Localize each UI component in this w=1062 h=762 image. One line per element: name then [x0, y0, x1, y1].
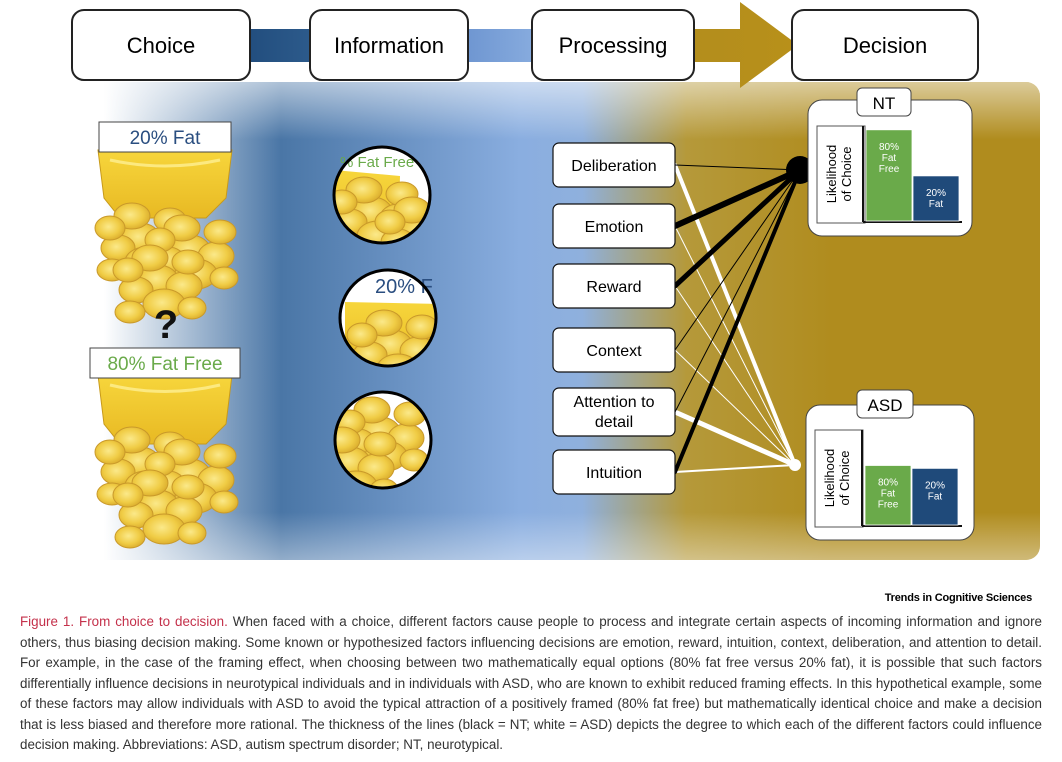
- bar-label: Fat: [928, 491, 943, 502]
- factor-label: Emotion: [585, 219, 644, 236]
- bar-label: Free: [879, 164, 900, 175]
- chip-bag-bottom: [94, 374, 239, 549]
- stage-label: Decision: [843, 33, 927, 58]
- stage-decision: Decision: [791, 9, 979, 81]
- asd-convergence-node: [789, 459, 801, 471]
- nt-convergence-node: [786, 156, 814, 184]
- bar-label: Fat: [881, 488, 896, 499]
- bar-fat: [911, 467, 959, 526]
- bar-label: 20%: [926, 188, 946, 199]
- stage-label: Processing: [559, 33, 668, 58]
- decision-panel-asd: ASD Likelihood of Choice 80%FatFree20%Fa…: [805, 389, 975, 541]
- option-label-top-box: [98, 121, 232, 153]
- factor-label: Deliberation: [571, 158, 656, 175]
- info-circle-2: 20% F: [338, 268, 438, 368]
- axis-label-line2: of Choice: [837, 451, 852, 506]
- nt-line-1: [672, 167, 803, 229]
- factor-label: Reward: [586, 279, 641, 296]
- stage-label: Information: [334, 33, 444, 58]
- stage-processing: Processing: [531, 9, 695, 81]
- bar-label: 20%: [925, 480, 945, 491]
- option-label-bottom: 80% Fat Free: [107, 354, 222, 375]
- stage-choice: Choice: [71, 9, 251, 81]
- bar-label: Fat: [882, 153, 897, 164]
- axis-label-line2: of Choice: [839, 147, 854, 202]
- bar-label: Fat: [929, 199, 944, 210]
- bar-label: Free: [878, 499, 899, 510]
- caption-title: Figure 1. From choice to decision.: [20, 614, 228, 629]
- factor-emotion: Emotion: [552, 203, 676, 249]
- asd-line-3: [674, 349, 796, 466]
- stage-information: Information: [309, 9, 469, 81]
- process-arrow: [230, 2, 798, 88]
- nt-line-3: [674, 169, 801, 351]
- bar-label: 80%: [878, 477, 898, 488]
- asd-line-2: [674, 285, 796, 466]
- axis-label-line1: Likelihood: [824, 145, 839, 204]
- info-circle-1-label: % Fat Free: [340, 154, 414, 171]
- figure-diagram: Choice Information Processing Decision 2…: [0, 2, 1040, 560]
- asd-line-5: [674, 464, 796, 473]
- nt-line-4: [674, 169, 801, 413]
- figure-caption: Figure 1. From choice to decision. When …: [20, 612, 1042, 756]
- info-circle-3: [333, 390, 433, 490]
- journal-source: Trends in Cognitive Sciences: [884, 592, 1032, 604]
- background-fade: [0, 82, 1040, 560]
- panel-group-label: NT: [873, 94, 896, 113]
- factor-context: Context: [552, 327, 676, 373]
- factor-intuition: Intuition: [552, 449, 676, 495]
- option-label-top: 20% Fat: [130, 128, 201, 149]
- nt-line-5: [673, 168, 802, 474]
- bar-fat-free: [865, 129, 913, 222]
- bar-fat: [912, 175, 960, 222]
- option-label-bottom-box: [89, 347, 241, 379]
- factor-label: Intuition: [586, 465, 642, 482]
- factor-deliberation: Deliberation: [552, 142, 676, 188]
- chip-bag-top: [94, 149, 239, 324]
- axis-label-line1: Likelihood: [822, 449, 837, 508]
- caption-body: When faced with a choice, different fact…: [20, 614, 1042, 752]
- nt-influence-lines: [672, 164, 803, 474]
- factor-label: Context: [586, 343, 642, 360]
- factor-reward: Reward: [552, 263, 676, 309]
- question-mark: ?: [154, 303, 178, 347]
- stage-label: Choice: [127, 33, 195, 58]
- nt-line-2: [672, 167, 803, 289]
- info-circle-1: % Fat Free: [332, 145, 432, 245]
- bar-label: 80%: [879, 142, 899, 153]
- panel-group-label: ASD: [868, 396, 903, 415]
- bar-fat-free: [864, 465, 912, 526]
- nt-line-0: [674, 164, 801, 171]
